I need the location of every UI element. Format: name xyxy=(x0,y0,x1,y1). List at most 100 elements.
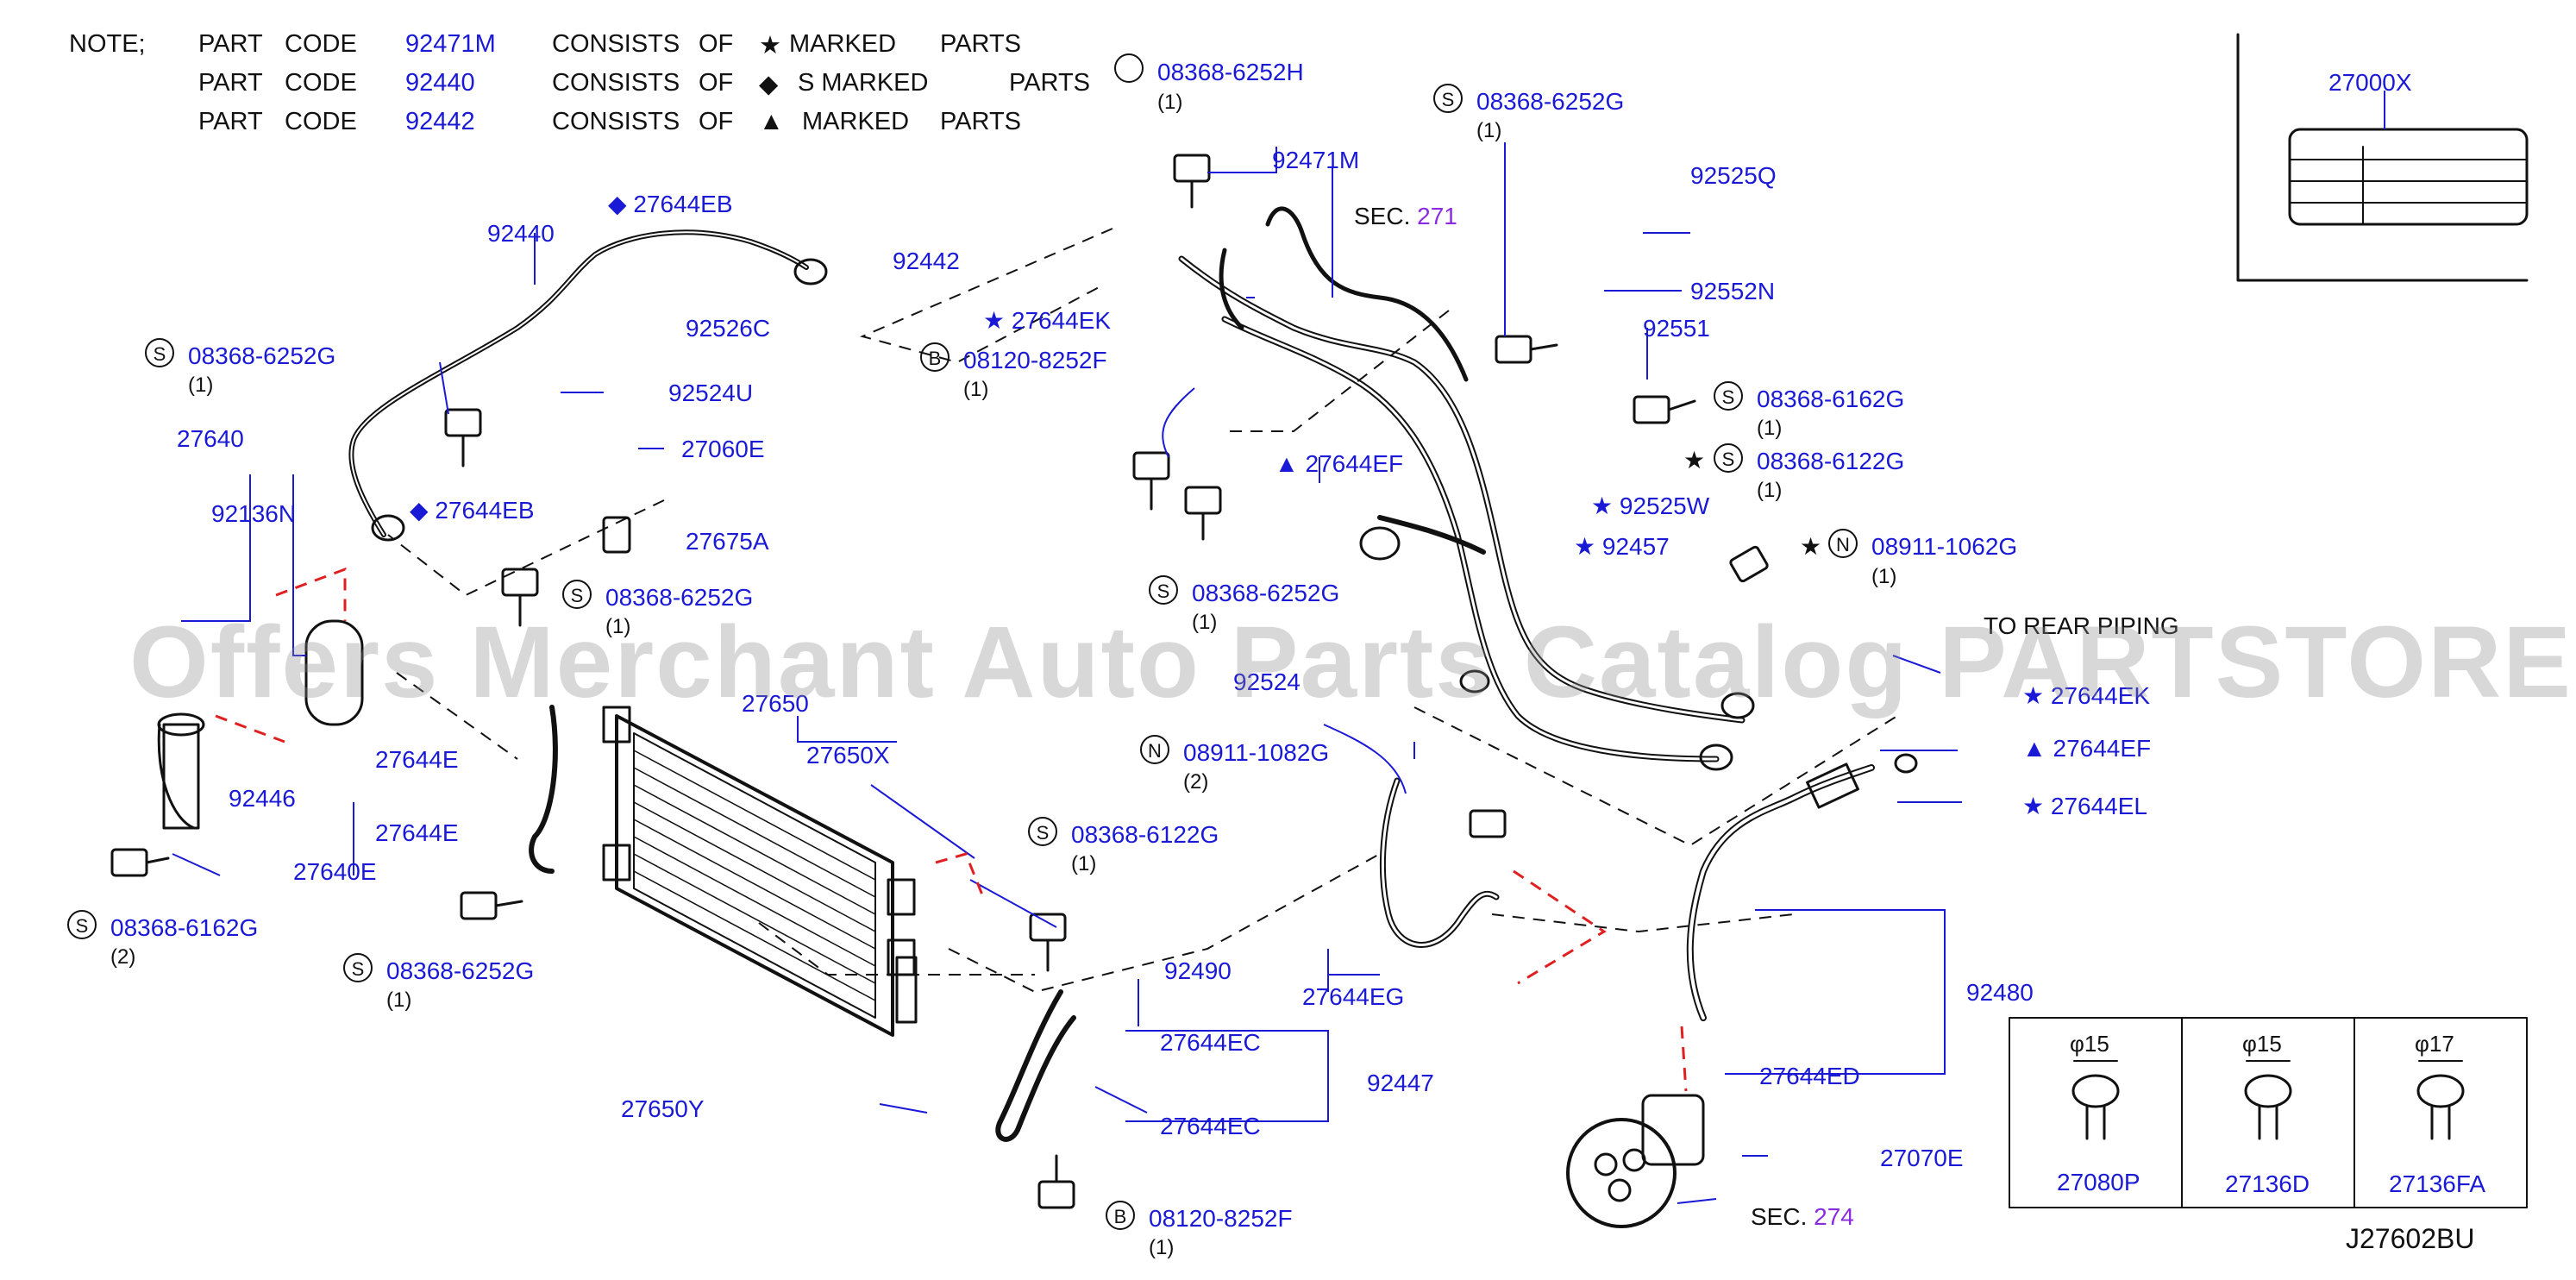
part-label-27080p[interactable]: 27080P xyxy=(2057,1169,2140,1195)
sec-ref-274[interactable]: SEC. 274 xyxy=(1751,1203,1854,1230)
fastener-sym-f12: S xyxy=(67,910,97,939)
fastener-sym-f14: B xyxy=(1106,1201,1135,1230)
part-label-27644el[interactable]: ★ 27644EL xyxy=(2022,793,2147,819)
part-label-92490[interactable]: 92490 xyxy=(1164,957,1232,984)
part-label-27644ef-right[interactable]: ▲ 27644EF xyxy=(2022,735,2152,762)
part-label-27136fa[interactable]: 27136FA xyxy=(2389,1170,2486,1197)
part-label-92447[interactable]: 92447 xyxy=(1367,1070,1434,1096)
fastener-qty-f9: (1) xyxy=(605,615,631,638)
part-label-27644eb-top[interactable]: ◆ 27644EB xyxy=(608,191,733,217)
fastener-code-f13[interactable]: 08368-6252G xyxy=(386,957,535,984)
part-label-27650x[interactable]: 27650X xyxy=(806,742,890,769)
part-label-27650y[interactable]: 27650Y xyxy=(621,1095,705,1122)
fastener-sym-f10: N xyxy=(1140,735,1169,764)
part-label-27644ek-top[interactable]: ★ 27644EK xyxy=(983,307,1112,334)
part-label-92136n[interactable]: 92136N xyxy=(211,500,297,527)
fastener-code-f2[interactable]: 08368-6252G xyxy=(1476,88,1625,115)
pipe-92447 xyxy=(995,989,1076,1142)
part-label-27650[interactable]: 27650 xyxy=(742,690,809,717)
part-label-92524u[interactable]: 92524U xyxy=(668,380,754,406)
fastener-sym-f2: S xyxy=(1433,84,1463,113)
fastener-sym-f5: S xyxy=(1714,381,1743,411)
part-label-27136d[interactable]: 27136D xyxy=(2225,1170,2310,1197)
part-label-27644ef-top[interactable]: ▲ 27644EF xyxy=(1275,450,1404,477)
fastener-sym-f4: B xyxy=(920,342,950,372)
condenser-27650 xyxy=(615,714,894,1037)
diagram-code: J27602BU xyxy=(2346,1223,2475,1254)
part-label-27644ed[interactable]: 27644ED xyxy=(1759,1063,1860,1089)
part-label-27675a[interactable]: 27675A xyxy=(686,528,769,555)
part-label-92526c[interactable]: 92526C xyxy=(686,315,771,342)
part-label-27060e[interactable]: 27060E xyxy=(681,436,765,462)
fastener-sym-f11: S xyxy=(1028,817,1057,846)
pipe-92446 xyxy=(529,705,558,874)
part-label-27644eg[interactable]: 27644EG xyxy=(1302,983,1405,1010)
fastener-sym-f9: S xyxy=(562,580,592,609)
clip-diameter-1: φ15 xyxy=(2070,1031,2109,1057)
fastener-code-f12[interactable]: 08368-6162G xyxy=(110,914,259,941)
part-label-27070e[interactable]: 27070E xyxy=(1880,1145,1964,1171)
fastener-sym-f8: S xyxy=(1149,575,1178,605)
red-dashed-lines xyxy=(215,567,1688,1092)
fastener-qty-f7: (1) xyxy=(1871,565,1897,588)
part-label-92471m[interactable]: 92471M xyxy=(1272,147,1360,173)
part-label-92440[interactable]: 92440 xyxy=(487,220,555,247)
part-label-27000x[interactable]: 27000X xyxy=(2328,69,2412,96)
fastener-code-f10[interactable]: 08911-1082G xyxy=(1183,739,1330,766)
receiver-drier-27640 xyxy=(304,619,364,726)
part-label-27644ek-right[interactable]: ★ 27644EK xyxy=(2022,682,2151,709)
fastener-qty-f11: (1) xyxy=(1071,852,1097,875)
fastener-qty-f8: (1) xyxy=(1192,611,1218,634)
fastener-star-f6: ★ xyxy=(1683,447,1706,474)
fastener-code-f5[interactable]: 08368-6162G xyxy=(1757,386,1905,412)
part-label-27640e[interactable]: 27640E xyxy=(293,858,377,885)
fastener-code-f1[interactable]: 08368-6252H xyxy=(1157,59,1304,85)
inset-frame xyxy=(2236,33,2529,282)
to-rear-piping: TO REAR PIPING xyxy=(1984,612,2179,639)
fastener-sym-f3: S xyxy=(145,338,174,367)
fastener-sym-f6: S xyxy=(1714,443,1743,473)
fastener-code-f6[interactable]: 08368-6122G xyxy=(1757,448,1905,474)
fastener-qty-f13: (1) xyxy=(386,988,412,1012)
part-label-27644e-a[interactable]: 27644E xyxy=(375,746,459,773)
clip-diameter-3: φ17 xyxy=(2415,1031,2454,1057)
part-label-92552n[interactable]: 92552N xyxy=(1690,278,1776,304)
fastener-qty-f1: (1) xyxy=(1157,91,1183,114)
fastener-qty-f5: (1) xyxy=(1757,417,1783,440)
part-label-27640[interactable]: 27640 xyxy=(177,425,244,452)
part-label-92551[interactable]: 92551 xyxy=(1643,315,1710,342)
part-label-92442[interactable]: 92442 xyxy=(893,248,960,274)
label-27000x xyxy=(2288,128,2529,226)
part-label-27644eb-low[interactable]: ◆ 27644EB xyxy=(410,497,535,524)
fastener-code-f8[interactable]: 08368-6252G xyxy=(1192,580,1340,606)
sec-ref-271[interactable]: SEC. 271 xyxy=(1354,203,1457,229)
fastener-code-f11[interactable]: 08368-6122G xyxy=(1071,821,1219,848)
fastener-code-f4[interactable]: 08120-8252F xyxy=(963,347,1107,373)
hose-92490 xyxy=(1379,777,1500,948)
fastener-code-f14[interactable]: 08120-8252F xyxy=(1149,1205,1293,1232)
watermark: Offers Merchant Auto Parts Catalog PARTS… xyxy=(129,605,2576,719)
part-label-92524-partial[interactable]: 92524 xyxy=(1233,668,1301,695)
part-label-92525q[interactable]: 92525Q xyxy=(1690,162,1777,189)
dashed-lines xyxy=(387,228,1898,994)
part-label-92525w[interactable]: ★ 92525W xyxy=(1591,493,1710,519)
fastener-qty-f14: (1) xyxy=(1149,1236,1175,1259)
part-label-27644e-b[interactable]: 27644E xyxy=(375,819,459,846)
fastener-sym-f1 xyxy=(1114,53,1144,83)
part-label-27644ec-b[interactable]: 27644EC xyxy=(1160,1113,1261,1139)
part-label-92457[interactable]: ★ 92457 xyxy=(1574,533,1670,560)
part-label-92446[interactable]: 92446 xyxy=(229,785,296,812)
clip-diameter-2: φ15 xyxy=(2242,1031,2282,1057)
fastener-star-f7: ★ xyxy=(1800,533,1822,560)
leader-lines xyxy=(172,91,2385,1204)
part-label-27644ec-a[interactable]: 27644EC xyxy=(1160,1029,1261,1056)
clip-table xyxy=(2009,1017,2528,1208)
fastener-code-f7[interactable]: 08911-1062G xyxy=(1871,533,2018,560)
fastener-code-f9[interactable]: 08368-6252G xyxy=(605,584,754,611)
fastener-code-f3[interactable]: 08368-6252G xyxy=(188,342,336,369)
compressor xyxy=(1566,1118,1677,1228)
part-label-92480[interactable]: 92480 xyxy=(1966,979,2034,1006)
fastener-qty-f2: (1) xyxy=(1476,119,1502,142)
